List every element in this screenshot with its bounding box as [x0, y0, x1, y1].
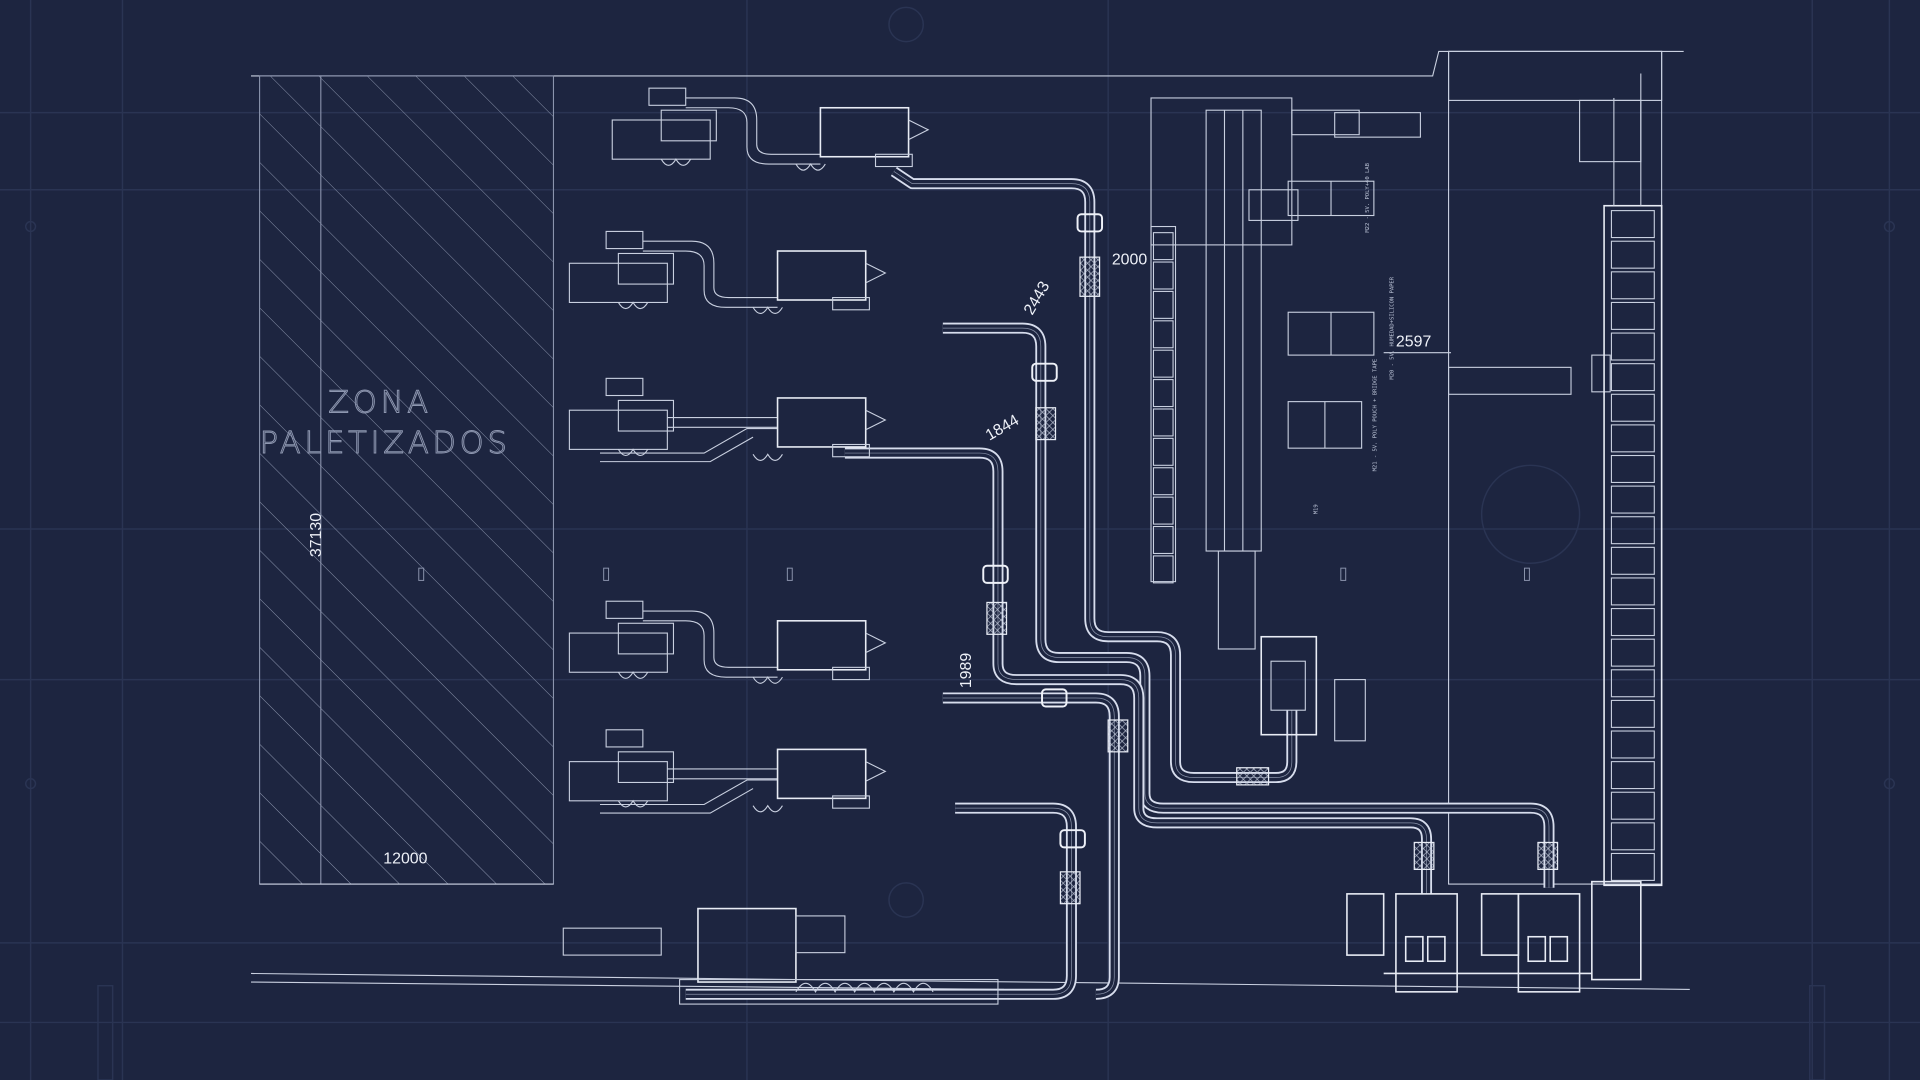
- accumulation-slot: [1610, 730, 1655, 759]
- palletizing-robots: [1346, 880, 1642, 993]
- buffer-table: [1236, 767, 1270, 786]
- inspection-cell: [1152, 437, 1174, 466]
- transfer-unit: [1041, 688, 1068, 708]
- accumulation-slot: [1610, 699, 1655, 728]
- inspection-cell: [1152, 525, 1174, 555]
- zone-width-dimension: 12000: [383, 850, 427, 867]
- buffer-table: [1537, 841, 1559, 870]
- inspection-cell: [1152, 232, 1174, 261]
- packing-machine-1: [611, 87, 930, 171]
- palletizing-zone: ZONA PALETIZADOS 37130 12000: [259, 75, 1530, 885]
- inspection-cells: [1152, 232, 1174, 584]
- buffer-table: [1035, 407, 1057, 441]
- transfer-unit: [1076, 213, 1104, 233]
- accumulation-slot: [1610, 332, 1655, 361]
- zone-height-dimension: 37130: [308, 513, 325, 557]
- inspection-cell: [1152, 467, 1174, 496]
- central-assembly-line: [1150, 97, 1366, 742]
- buffer-table: [1107, 719, 1129, 753]
- label-m21: M21 - 5V. POLY POUCH + BRIDGE TAPE: [1372, 359, 1378, 472]
- dimension-2443: 2443: [1021, 279, 1053, 318]
- inspection-cell: [1152, 555, 1174, 584]
- label-m19: M19: [1314, 504, 1320, 514]
- packing-machine-bottom: [562, 907, 999, 1005]
- accumulation-slot: [1610, 852, 1655, 881]
- packing-machine-4: [568, 600, 887, 684]
- accumulation-slot: [1610, 210, 1655, 239]
- label-m22: M22 - 5V. POLY+40 LAB: [1365, 162, 1371, 232]
- inspection-cell: [1152, 408, 1174, 437]
- conveyor-1: [890, 166, 1298, 784]
- accumulation-slot: [1610, 791, 1655, 820]
- accumulation-slot: [1610, 301, 1655, 330]
- packing-machine-2: [568, 230, 887, 315]
- accumulation-slot: [1610, 669, 1655, 698]
- buffer-table: [1079, 256, 1101, 297]
- buffer-table: [1059, 871, 1081, 905]
- dimension-1844: 1844: [983, 412, 1022, 444]
- zone-label-line2: PALETIZADOS: [260, 426, 511, 461]
- conveyor-4: [942, 692, 1120, 1000]
- accumulation-slot: [1610, 546, 1655, 575]
- conveyor-5: [685, 802, 1077, 1000]
- conveyor-2: [942, 322, 1555, 888]
- accumulation-slot: [1610, 516, 1655, 545]
- transfer-unit: [1059, 829, 1086, 849]
- accumulation-slot: [1610, 393, 1655, 422]
- conveyor-3: [844, 447, 1433, 894]
- accumulation-slot: [1610, 363, 1655, 392]
- inspection-cell: [1152, 290, 1174, 319]
- accumulation-slot: [1610, 638, 1655, 667]
- dimension-2597: 2597: [1396, 334, 1432, 351]
- inspection-cell: [1152, 496, 1174, 525]
- accumulation-slot: [1610, 271, 1655, 300]
- inspection-cell: [1152, 379, 1174, 408]
- accumulation-slot: [1610, 608, 1655, 637]
- accumulation-slot: [1610, 822, 1655, 851]
- inspection-cell: [1152, 349, 1174, 378]
- dimension-2000: 2000: [1112, 251, 1148, 268]
- accumulation-slot: [1610, 424, 1655, 453]
- buffer-table: [986, 601, 1008, 635]
- transfer-unit: [982, 564, 1009, 584]
- packing-machine-5: [568, 729, 887, 814]
- label-m20: M20 - 5V. HUMEDAD+SILICON PAPER: [1389, 276, 1395, 379]
- inspection-cell: [1152, 261, 1174, 290]
- labeling-stations: [1287, 99, 1642, 449]
- accumulation-slot: [1610, 761, 1655, 790]
- conveyor-network: [685, 166, 1559, 1000]
- buffer-table: [1413, 841, 1435, 870]
- packing-machines: [562, 87, 999, 1005]
- accumulation-conveyor: [1603, 73, 1663, 887]
- accumulation-slot: [1610, 454, 1655, 483]
- dimension-1989: 1989: [958, 653, 975, 689]
- transfer-unit: [1031, 362, 1058, 382]
- zone-label-line1: ZONA: [328, 386, 432, 421]
- accumulation-slot: [1610, 485, 1655, 514]
- packing-machine-3: [568, 377, 887, 463]
- inspection-cell: [1152, 320, 1174, 349]
- accumulation-slot: [1610, 240, 1655, 269]
- accumulation-slot: [1610, 577, 1655, 606]
